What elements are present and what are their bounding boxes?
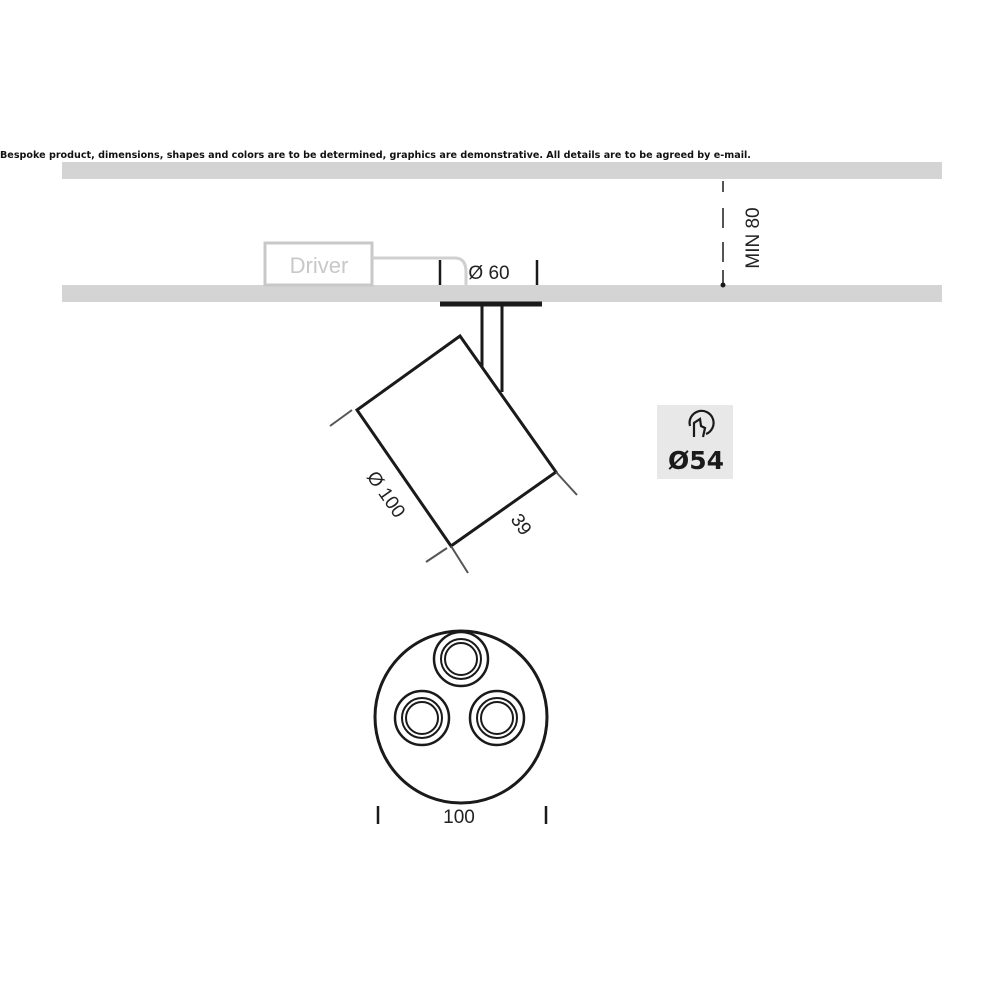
front-width-dimension: 100 [376,806,548,828]
led-lens-right [468,689,526,747]
body-dimension-ticks [329,409,578,574]
cutout-badge-label: Ø54 [668,446,724,475]
cutout-badge: Ø54 [657,405,733,479]
led-lens-top [432,630,490,688]
cutout-hand-icon [688,409,715,438]
driver-box: Driver [263,241,374,287]
driver-cable [372,256,468,285]
driver-label: Driver [290,253,349,278]
upper-ceiling-slab [62,162,942,179]
front-width-label: 100 [443,807,475,828]
disclaimer-text: Bespoke product, dimensions, shapes and … [0,150,751,161]
front-outer-ring [373,629,549,805]
min-height-label: MIN 80 [743,207,764,268]
spotlight-front-view [373,629,549,805]
body-length-label: 39 [506,510,535,539]
mount-diameter-label: Ø 60 [468,263,509,284]
lower-ceiling-slab [62,285,942,302]
mount-diameter-dimension: Ø 60 [438,260,539,285]
min-height-dimension: MIN 80 [720,181,764,288]
led-lens-left [393,689,451,747]
